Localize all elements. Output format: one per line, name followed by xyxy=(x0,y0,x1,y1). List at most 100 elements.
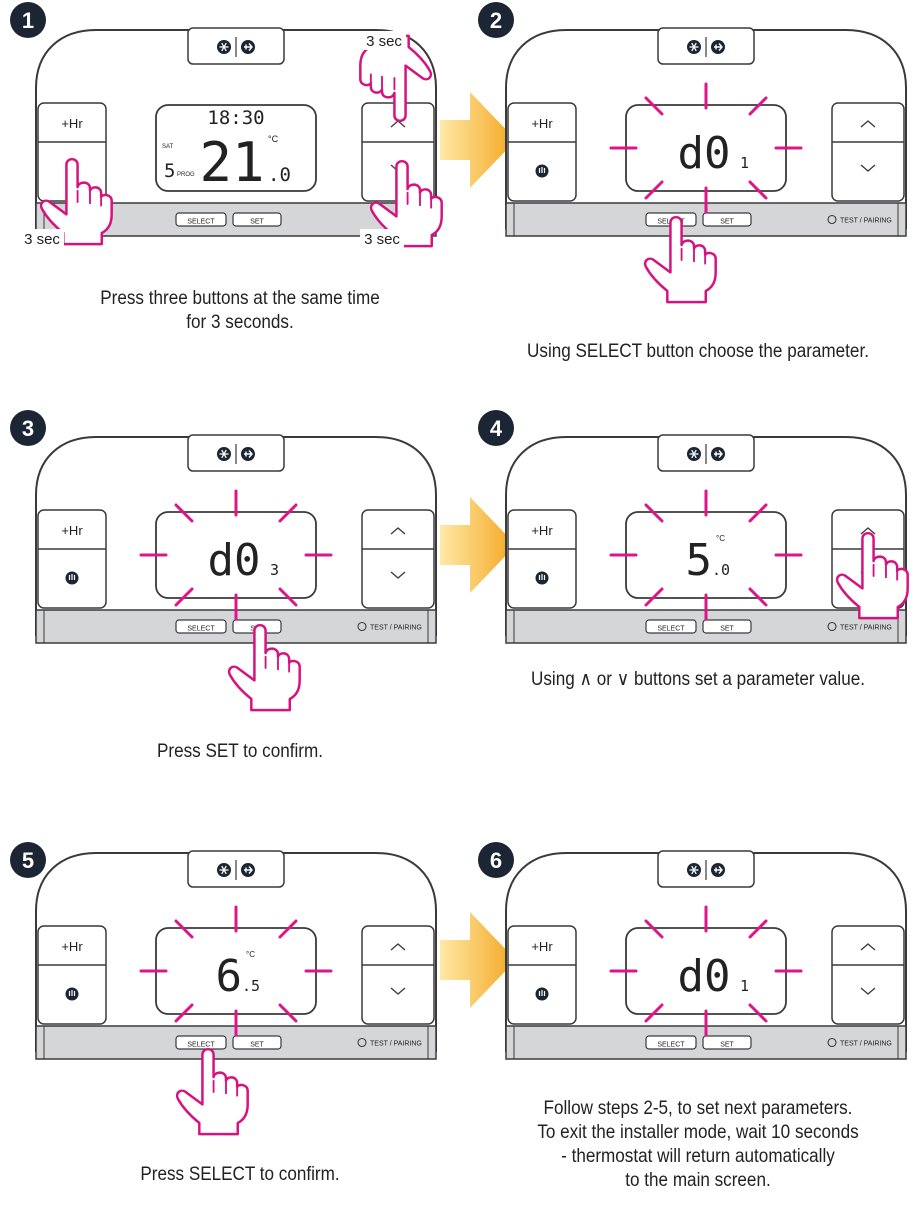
select-button[interactable]: SELECT xyxy=(187,219,215,226)
step-1-caption: Press three buttons at the same time for… xyxy=(60,287,420,335)
lcd-decimal: .0 xyxy=(712,561,730,579)
step-arrow-icon xyxy=(440,92,516,188)
step-number: 6 xyxy=(490,848,502,873)
set-button[interactable]: SET xyxy=(720,1042,734,1049)
step-arrow-icon xyxy=(440,912,516,1008)
set-button[interactable]: SET xyxy=(720,219,734,226)
hold-duration-label: 3 sec xyxy=(364,231,400,248)
plus-hr-button[interactable]: +Hr xyxy=(531,116,553,131)
chevron-down-icon[interactable] xyxy=(390,987,406,995)
lcd-time: 18:30 xyxy=(207,107,264,129)
lcd-display: 5.0°C xyxy=(686,534,731,586)
caption-line: to the main screen. xyxy=(625,1170,771,1191)
caption-line: - thermostat will return automatically xyxy=(561,1146,835,1167)
step-number: 3 xyxy=(22,416,34,441)
lcd-decimal: .5 xyxy=(242,977,260,995)
hand-icon[interactable] xyxy=(535,987,549,1001)
lcd-unit: °C xyxy=(246,950,255,959)
lcd-display: d0 1 xyxy=(678,951,750,1002)
hand-icon[interactable] xyxy=(65,987,79,1001)
lcd-sub-value: 1 xyxy=(740,154,749,172)
test-pairing-label: TEST / PAIRING xyxy=(370,1041,422,1048)
plus-hr-button[interactable]: +Hr xyxy=(61,116,83,131)
step-number: 5 xyxy=(22,848,34,873)
pointing-hand-icon xyxy=(175,1047,249,1136)
lcd-display: 6.5 °C xyxy=(216,950,261,1002)
step-3-caption: Press SET to confirm. xyxy=(60,740,420,764)
test-pairing-label: TEST / PAIRING xyxy=(840,625,892,632)
hand-icon[interactable] xyxy=(65,571,79,585)
step-arrow-icon xyxy=(440,497,516,593)
lcd-decimal: .0 xyxy=(268,164,291,186)
pairing-led-icon xyxy=(827,214,837,225)
step-6-caption: Follow steps 2-5, to set next parameters… xyxy=(500,1097,896,1193)
chevron-up-icon[interactable] xyxy=(860,120,876,128)
lcd-main-value: d0 xyxy=(678,951,731,1002)
lcd-sub-value: 1 xyxy=(740,977,749,995)
step-number: 1 xyxy=(22,8,34,33)
pairing-led-icon xyxy=(357,1037,367,1048)
airplane-icon xyxy=(241,863,255,877)
hold-duration-label: 3 sec xyxy=(24,231,60,248)
select-button[interactable]: SELECT xyxy=(187,626,215,633)
lcd-unit: °C xyxy=(268,134,279,144)
chevron-up-icon[interactable] xyxy=(390,527,406,535)
caption-line: Using SELECT button choose the parameter… xyxy=(527,341,869,362)
caption-line: Using ∧ or ∨ buttons set a parameter val… xyxy=(531,669,865,690)
chevron-up-icon[interactable] xyxy=(860,527,876,535)
chevron-up-icon[interactable] xyxy=(860,943,876,951)
caption-line: To exit the installer mode, wait 10 seco… xyxy=(537,1122,859,1143)
caption-line: Follow steps 2-5, to set next parameters… xyxy=(543,1098,853,1119)
hand-icon[interactable] xyxy=(535,164,549,178)
airplane-icon xyxy=(711,447,725,461)
caption-line: Press three buttons at the same time xyxy=(100,288,380,309)
chevron-up-icon[interactable] xyxy=(390,943,406,951)
hand-icon[interactable] xyxy=(535,571,549,585)
chevron-down-icon[interactable] xyxy=(860,164,876,172)
plus-hr-button[interactable]: +Hr xyxy=(531,939,553,954)
step-5-caption: Press SELECT to confirm. xyxy=(60,1163,420,1187)
snowflake-icon xyxy=(687,40,701,54)
step-6-badge: 6 xyxy=(478,842,514,878)
caption-line: for 3 seconds. xyxy=(186,312,294,333)
snowflake-icon xyxy=(217,863,231,877)
airplane-icon xyxy=(711,863,725,877)
step-4-caption: Using ∧ or ∨ buttons set a parameter val… xyxy=(500,668,896,692)
select-button[interactable]: SELECT xyxy=(187,1042,215,1049)
plus-hr-button[interactable]: +Hr xyxy=(61,939,83,954)
test-pairing-label: TEST / PAIRING xyxy=(370,625,422,632)
select-button[interactable]: SELECT xyxy=(657,626,685,633)
lcd-main-value: 6 xyxy=(216,951,243,1002)
airplane-icon xyxy=(241,447,255,461)
set-button[interactable]: SET xyxy=(250,219,264,226)
step-2-caption: Using SELECT button choose the parameter… xyxy=(500,340,896,364)
snowflake-icon xyxy=(687,863,701,877)
lcd-sub-value: 3 xyxy=(270,561,279,579)
hold-duration-label: 3 sec xyxy=(366,33,402,50)
step-number: 2 xyxy=(490,8,502,33)
snowflake-icon xyxy=(217,447,231,461)
lcd-main-value: 5 xyxy=(686,535,713,586)
select-button[interactable]: SELECT xyxy=(657,1042,685,1049)
step-1-badge: 1 xyxy=(10,2,46,38)
set-button[interactable]: SET xyxy=(720,626,734,633)
airplane-icon xyxy=(241,40,255,54)
airplane-icon xyxy=(711,40,725,54)
plus-hr-button[interactable]: +Hr xyxy=(61,523,83,538)
caption-line: Press SET to confirm. xyxy=(157,741,323,762)
chevron-down-icon[interactable] xyxy=(860,987,876,995)
chevron-down-icon[interactable] xyxy=(390,571,406,579)
pairing-led-icon xyxy=(827,1037,837,1048)
test-pairing-label: TEST / PAIRING xyxy=(840,1041,892,1048)
step-4-badge: 4 xyxy=(478,410,514,446)
set-button[interactable]: SET xyxy=(250,1042,264,1049)
test-pairing-label: TEST / PAIRING xyxy=(840,218,892,225)
step-3-badge: 3 xyxy=(10,410,46,446)
plus-hr-button[interactable]: +Hr xyxy=(531,523,553,538)
